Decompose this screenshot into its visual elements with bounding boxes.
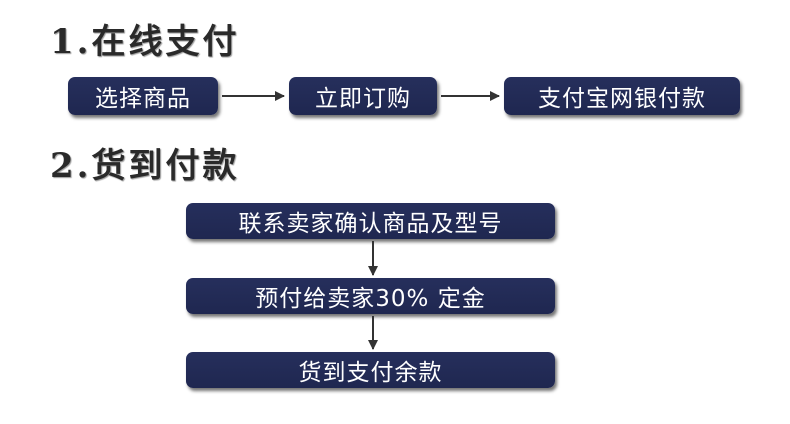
cod-step-prepay-deposit: 预付给卖家30% 定金 (186, 278, 555, 314)
cod-step-contact-seller: 联系卖家确认商品及型号 (186, 203, 555, 239)
online-step-select-product: 选择商品 (68, 77, 218, 115)
cod-heading: 2.货到付款 (50, 146, 240, 186)
online-payment-heading: 1.在线支付 (50, 22, 240, 62)
online-step-pay-alipay-bank: 支付宝网银付款 (504, 77, 740, 115)
cod-step-pay-balance: 货到支付余款 (186, 352, 555, 388)
online-step-order-now: 立即订购 (289, 77, 437, 115)
